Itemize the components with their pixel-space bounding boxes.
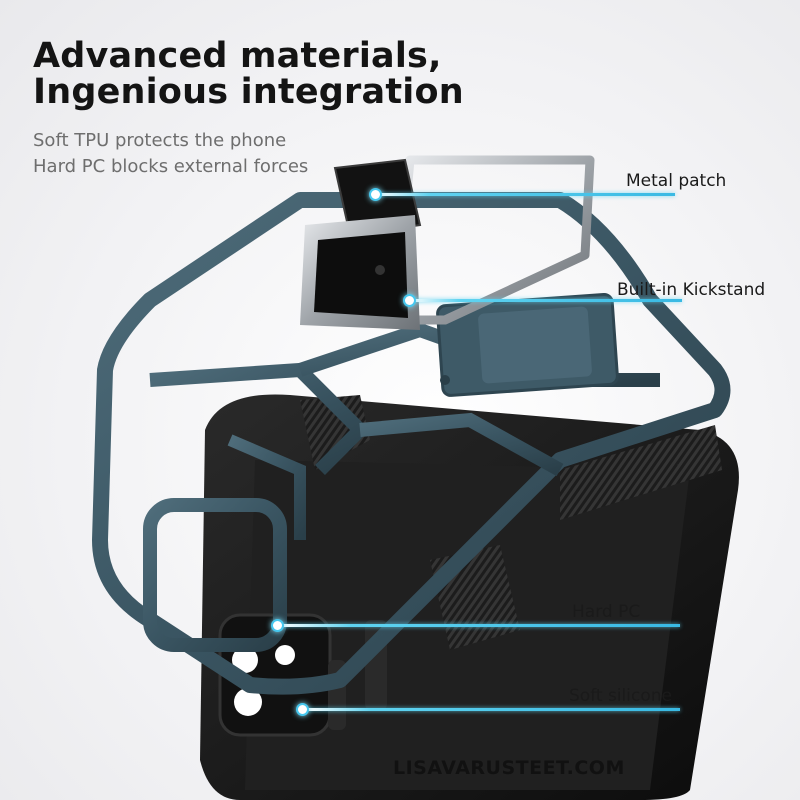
- metal-patch-dot: [369, 188, 382, 201]
- kickstand-label: Built-in Kickstand: [617, 280, 766, 300]
- subtext: Soft TPU protects the phone Hard PC bloc…: [33, 128, 308, 180]
- soft-silicone-dot: [296, 703, 309, 716]
- headline-line-1: Advanced materials,: [33, 36, 442, 76]
- subtext-line-1: Soft TPU protects the phone: [33, 130, 287, 151]
- soft-silicone-line: [303, 708, 680, 711]
- kickstand-dot: [403, 294, 416, 307]
- metal-patch-line: [375, 193, 675, 196]
- hard-pc-dot: [271, 619, 284, 632]
- metal-patch-label: Metal patch: [626, 171, 727, 191]
- hard-pc-label: Hard PC: [572, 602, 641, 622]
- hard-pc-frame: [92, 192, 731, 695]
- soft-silicone-label: Soft silicone: [569, 686, 672, 706]
- headline-line-2: Ingenious integration: [33, 72, 464, 112]
- subtext-line-2: Hard PC blocks external forces: [33, 156, 309, 177]
- headline: Advanced materials, Ingenious integratio…: [33, 38, 464, 110]
- kickstand-line: [410, 299, 682, 302]
- hard-pc-line: [278, 624, 680, 627]
- brand-watermark: LISAVARUSTEET.COM: [393, 757, 625, 779]
